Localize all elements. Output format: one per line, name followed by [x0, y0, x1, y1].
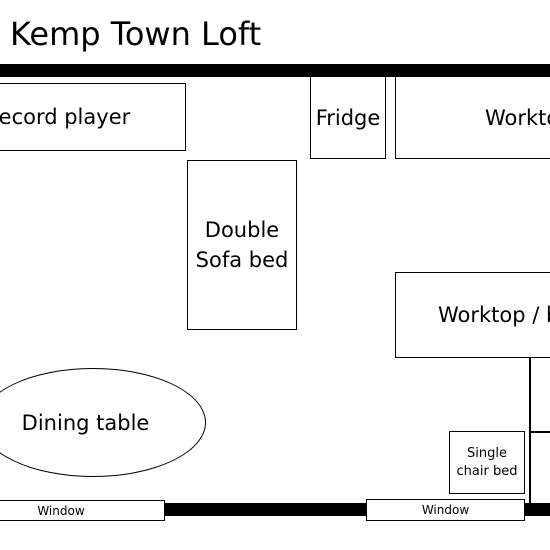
page-title: Kemp Town Loft	[10, 15, 262, 53]
dining-table-ellipse	[0, 368, 206, 477]
partition-line	[529, 357, 531, 503]
window-right-text: Window	[421, 503, 470, 517]
worktop-middle-box	[395, 272, 550, 358]
worktop-top-label: Worktop	[485, 76, 550, 159]
single-chair-bed-box	[449, 431, 525, 494]
sofa-bed-label: Double Sofa bed	[187, 160, 297, 330]
fridge-label: Fridge	[310, 76, 386, 159]
worktop-top-text: Worktop	[485, 105, 550, 130]
worktop-top-box	[395, 76, 550, 159]
record-player-text: Record player	[0, 105, 131, 129]
fridge-box	[310, 76, 386, 159]
single-chair-bed-text-line1: Single	[467, 445, 507, 461]
single-chair-bed-text-line2: chair bed	[456, 463, 518, 479]
top-wall	[0, 64, 550, 77]
window-right	[366, 499, 525, 521]
fridge-text: Fridge	[315, 105, 381, 130]
record-player-label: Record player	[0, 83, 186, 151]
record-player-box	[0, 83, 186, 151]
sofa-bed-text-line2: Sofa bed	[195, 248, 289, 272]
sofa-bed-box	[187, 160, 297, 330]
worktop-middle-text: Worktop / b	[438, 303, 550, 327]
sofa-bed-text-line1: Double	[204, 218, 280, 242]
single-chair-bed-label: Single chair bed	[449, 431, 525, 494]
worktop-middle-label: Worktop / b	[438, 272, 550, 358]
window-left-label: Window	[0, 500, 126, 521]
dining-table-text: Dining table	[21, 410, 150, 435]
window-right-label: Window	[366, 499, 525, 521]
partition-stub	[531, 431, 550, 433]
window-left	[0, 500, 165, 521]
window-left-text: Window	[37, 503, 85, 518]
dining-table-label: Dining table	[0, 368, 206, 477]
